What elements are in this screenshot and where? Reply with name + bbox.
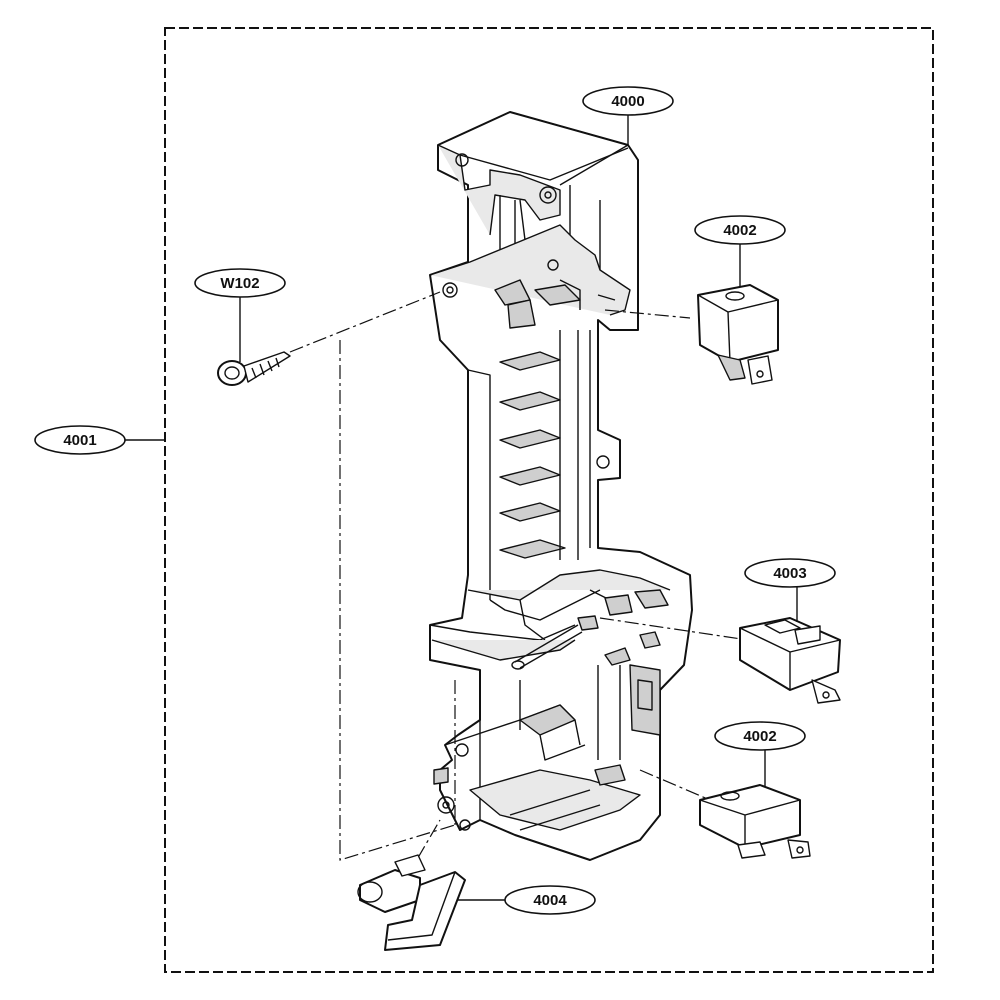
- callout-label-4002-top: 4002: [723, 222, 756, 239]
- callout-4002-bottom: 4002: [714, 721, 806, 787]
- callout-4000: 4000: [582, 86, 674, 145]
- callout-4001: 4001: [34, 425, 165, 455]
- callout-4002-top: 4002: [694, 215, 786, 287]
- switch-4002-bottom: [699, 784, 811, 859]
- callout-4003: 4003: [744, 558, 836, 622]
- assembly-frame: [164, 27, 934, 973]
- lever-4004: [357, 854, 466, 951]
- switch-4003: [739, 617, 841, 704]
- screw-w102: [217, 351, 291, 386]
- callout-label-w102: W102: [220, 275, 259, 292]
- callout-label-4002-bottom: 4002: [743, 728, 776, 745]
- callout-w102: W102: [194, 268, 286, 362]
- callout-label-4001: 4001: [63, 432, 96, 449]
- switch-4002-top: [697, 284, 779, 385]
- callout-4004: 4004: [458, 885, 596, 915]
- callout-label-4003: 4003: [773, 565, 806, 582]
- callout-label-4004: 4004: [533, 892, 567, 909]
- callout-label-4000: 4000: [611, 93, 644, 110]
- latch-board-4000: [429, 111, 693, 861]
